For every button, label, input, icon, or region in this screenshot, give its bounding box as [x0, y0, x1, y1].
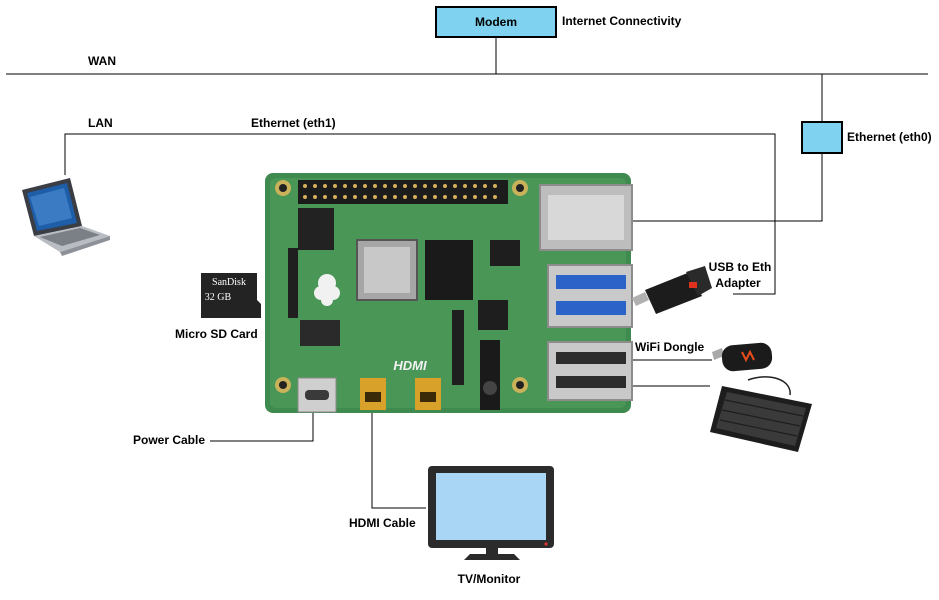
- tv-monitor-label: TV/Monitor: [458, 572, 521, 586]
- hdmi-cable-line: [371, 408, 426, 509]
- lan-eth1-line: [64, 133, 776, 295]
- sd-card-capacity: 32 GB: [205, 292, 232, 303]
- eth0-label: Ethernet (eth0): [847, 130, 932, 144]
- sd-card-brand: SanDisk: [212, 277, 246, 288]
- modem-rect: [435, 6, 557, 38]
- power-cable-line: [210, 413, 314, 442]
- modem-box: Modem: [435, 6, 557, 38]
- wan-label: WAN: [88, 54, 116, 68]
- hdmi-board-logo: HDMI: [393, 358, 427, 373]
- laptop-icon: [22, 178, 110, 256]
- power-cable-label: Power Cable: [133, 433, 205, 447]
- eth0-board-link: [632, 153, 823, 222]
- wifi-dongle-label: WiFi Dongle: [635, 340, 705, 354]
- hdmi-cable-label: HDMI Cable: [349, 516, 416, 530]
- lan-label: LAN: [88, 116, 113, 130]
- usb-eth-label-line2: Adapter: [715, 276, 761, 290]
- internet-connectivity-label: Internet Connectivity: [562, 14, 682, 28]
- modem-label: Modem: [475, 15, 517, 29]
- raspberry-pi-board: HDMI: [265, 173, 633, 413]
- monitor-icon: [428, 466, 554, 560]
- connection-wires: [6, 37, 928, 509]
- sd-card-icon: SanDisk 32 GB: [201, 273, 261, 318]
- eth1-label: Ethernet (eth1): [251, 116, 336, 130]
- wifi-dongle-icon: [712, 342, 773, 372]
- micro-sd-label: Micro SD Card: [175, 327, 258, 341]
- eth0-box: [801, 121, 843, 154]
- usb-eth-label-line1: USB to Eth: [709, 260, 772, 274]
- usb-eth-adapter-icon: [632, 266, 712, 314]
- keyboard-icon: [710, 376, 812, 452]
